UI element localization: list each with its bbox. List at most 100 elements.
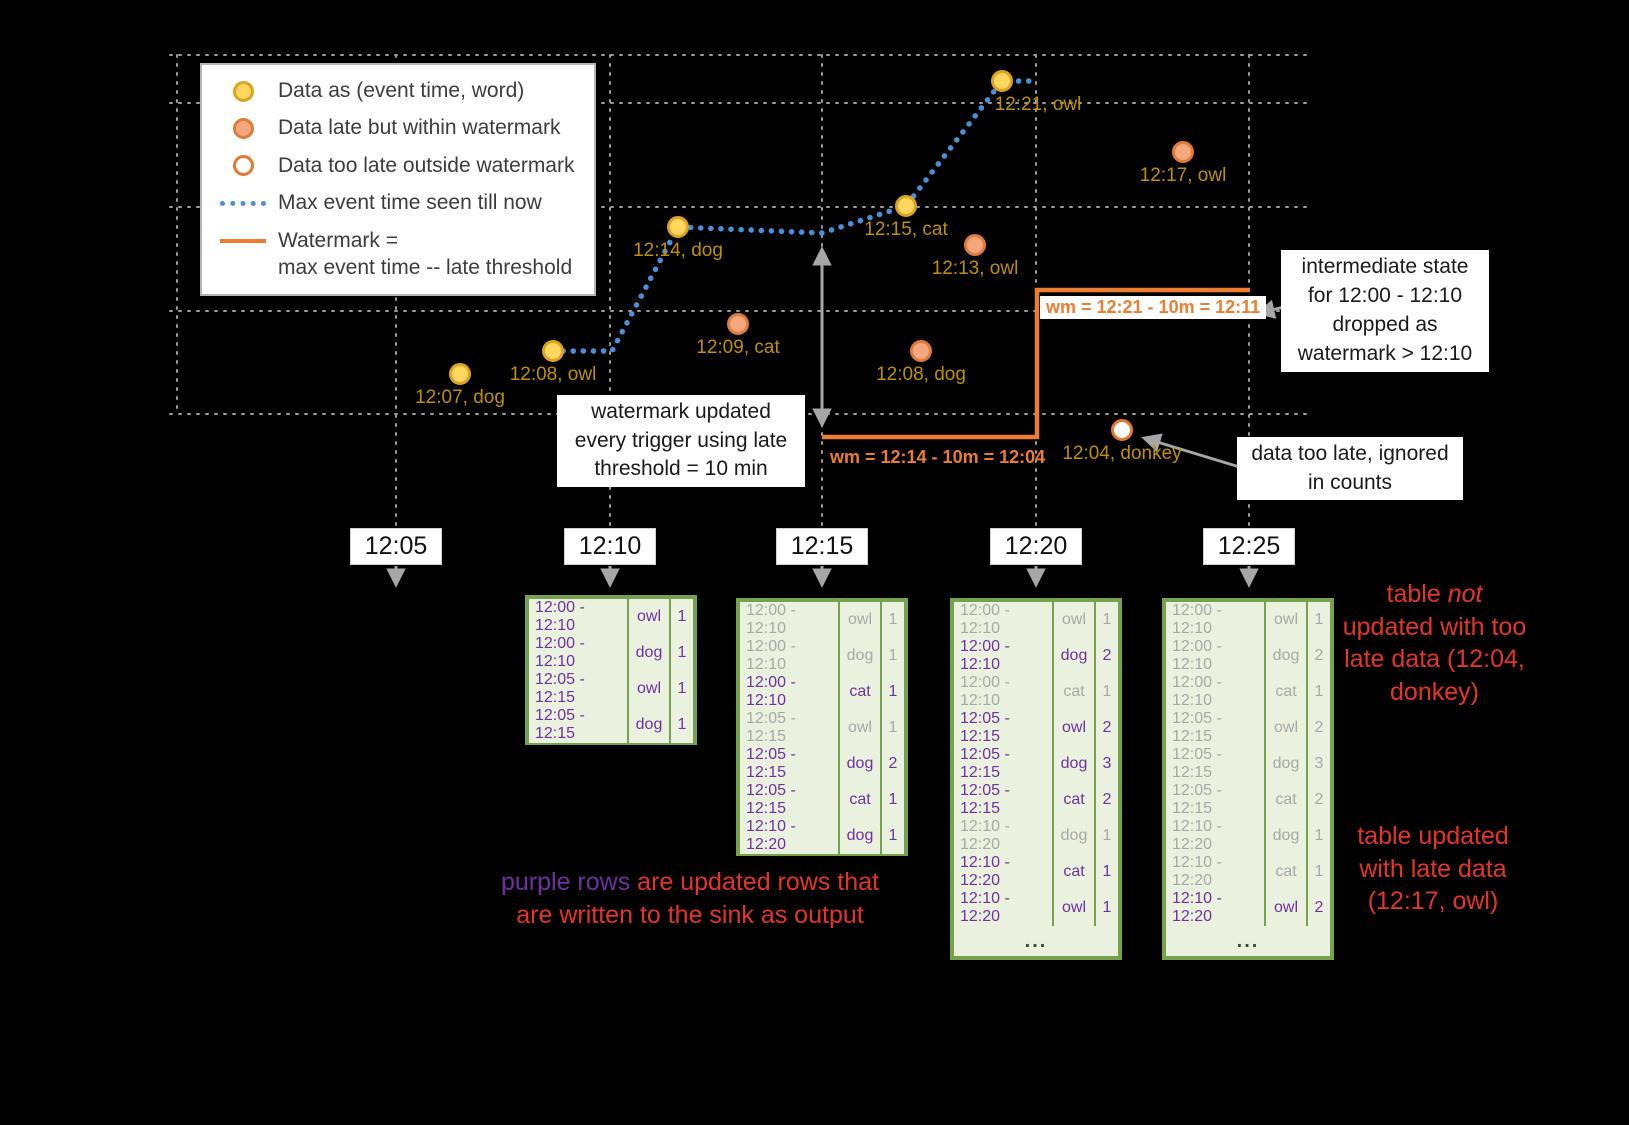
table-cell-count: 1 [882, 782, 904, 818]
legend-item-max-event-time: Max event time seen till now [220, 191, 576, 215]
callout-too-late: data too late, ignored in counts [1237, 437, 1463, 500]
legend: Data as (event time, word) Data late but… [200, 63, 596, 296]
data-point-on-time [667, 216, 689, 238]
table-cell-count: 2 [882, 746, 904, 782]
table-cell-window: 12:00 - 12:10 [954, 638, 1052, 674]
table-cell-word: cat [1266, 854, 1306, 890]
table-cell-window: 12:00 - 12:10 [740, 602, 838, 638]
table-cell-count: 2 [1308, 710, 1330, 746]
table-cell-word: cat [1054, 674, 1094, 710]
table-cell-word: owl [629, 599, 669, 635]
data-point-label: 12:15, cat [864, 219, 948, 240]
legend-label: max event time -- late threshold [278, 255, 573, 279]
table-cell-window: 12:00 - 12:10 [529, 635, 627, 671]
table-cell-window: 12:00 - 12:10 [1166, 602, 1264, 638]
trigger-time-box-12:10: 12:10 [564, 528, 656, 565]
data-point-label: 12:07, dog [415, 387, 505, 408]
table-cell-count: 1 [882, 674, 904, 710]
table-cell-window: 12:10 - 12:20 [1166, 854, 1264, 890]
table-cell-window: 12:00 - 12:10 [1166, 638, 1264, 674]
table-cell-window: 12:00 - 12:10 [1166, 674, 1264, 710]
callout-text: watermark updated every trigger using la… [574, 399, 788, 481]
watermark-line [822, 287, 1250, 440]
table-cell-count: 1 [1308, 674, 1330, 710]
table-cell-word: owl [840, 710, 880, 746]
callout-watermark-updated: watermark updated every trigger using la… [557, 395, 805, 487]
table-cell-window: 12:05 - 12:15 [1166, 710, 1264, 746]
table-cell-count: 2 [1096, 710, 1118, 746]
legend-item-late: Data late but within watermark [220, 116, 576, 140]
table-cell-word: cat [840, 782, 880, 818]
watermark-value-label-2: wm = 12:21 - 10m = 12:11 [1040, 296, 1267, 319]
legend-item-too-late: Data too late outside watermark [220, 154, 576, 178]
table-cell-word: owl [1054, 602, 1094, 638]
table-cell-window: 12:10 - 12:20 [954, 854, 1052, 890]
table-cell-word: dog [629, 707, 669, 743]
note-purple-rows: purple rows are updated rows that are wr… [490, 866, 890, 931]
table-cell-word: dog [629, 635, 669, 671]
note-segment: are updated rows that are written to the… [516, 868, 879, 929]
table-cell-count: 1 [671, 707, 693, 743]
table-cell-count: 1 [671, 635, 693, 671]
data-point-label: 12:17, owl [1139, 165, 1227, 186]
table-cell-word: owl [1266, 710, 1306, 746]
table-cell-word: dog [1266, 818, 1306, 854]
legend-item-on-time: Data as (event time, word) [220, 79, 576, 103]
table-cell-window: 12:05 - 12:15 [954, 710, 1052, 746]
table-cell-word: cat [1266, 782, 1306, 818]
table-cell-window: 12:00 - 12:10 [954, 602, 1052, 638]
table-cell-window: 12:05 - 12:15 [740, 710, 838, 746]
table-cell-count: 3 [1308, 746, 1330, 782]
table-cell-count: 1 [1308, 854, 1330, 890]
legend-label: Watermark = [278, 228, 398, 252]
legend-item-watermark-formula: max event time -- late threshold [220, 256, 576, 280]
data-point-late [727, 313, 749, 335]
data-point-label: 12:21, owl [994, 94, 1082, 115]
data-point-label: 12:08, dog [876, 364, 966, 385]
legend-label: Data as (event time, word) [278, 79, 525, 102]
table-cell-window: 12:00 - 12:10 [954, 674, 1052, 710]
table-cell-count: 1 [1096, 674, 1118, 710]
table-cell-window: 12:00 - 12:10 [529, 599, 627, 635]
note-not-updated: table not updated with too late data (12… [1342, 578, 1527, 708]
watermark-value-label-1: wm = 12:14 - 10m = 12:04 [830, 447, 1046, 467]
table-cell-count: 2 [1308, 782, 1330, 818]
trigger-time-box-12:15: 12:15 [776, 528, 868, 565]
table-cell-word: owl [1054, 890, 1094, 926]
data-point-label: 12:08, owl [509, 364, 597, 385]
table-cell-window: 12:05 - 12:15 [740, 782, 838, 818]
note-segment: updated with too late data (12:04, donke… [1342, 612, 1527, 706]
table-cell-window: 12:10 - 12:20 [954, 818, 1052, 854]
note-segment: not [1447, 580, 1483, 608]
table-cell-word: dog [1054, 638, 1094, 674]
orange-line-icon [220, 238, 266, 243]
callout-state-dropped: intermediate state for 12:00 - 12:10 dro… [1281, 250, 1489, 372]
data-point-label: 12:13, owl [931, 258, 1019, 279]
table-cell-word: cat [840, 674, 880, 710]
on-time-point-icon [220, 80, 266, 102]
table-cell-window: 12:05 - 12:15 [954, 782, 1052, 818]
table-cell-count: 1 [1096, 602, 1118, 638]
max-event-time-line [550, 78, 1039, 354]
table-cell-word: cat [1054, 854, 1094, 890]
table-cell-word: cat [1054, 782, 1094, 818]
